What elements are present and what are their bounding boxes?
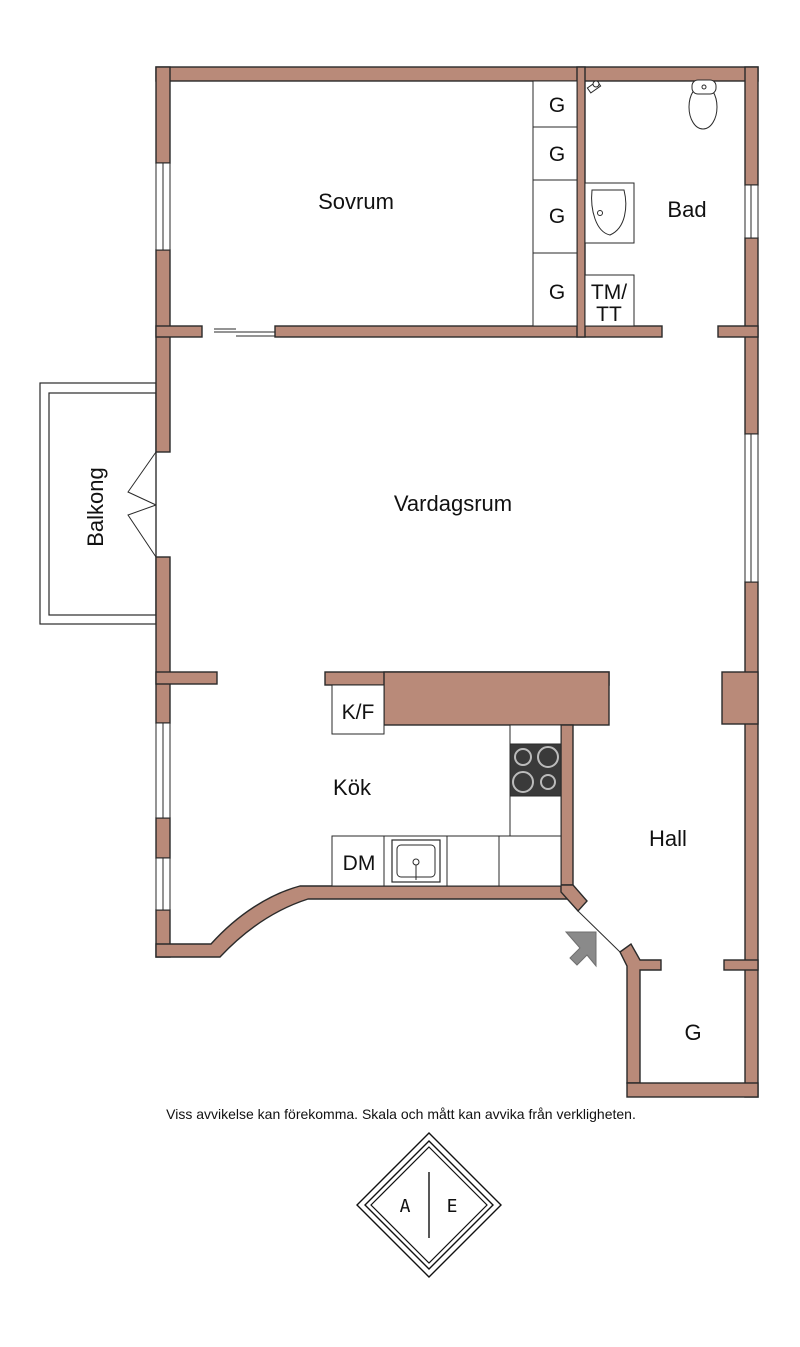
washer-dryer-label-bottom: TT — [596, 303, 622, 326]
logo-letter-right: E — [447, 1196, 458, 1217]
entrance-arrow-icon — [564, 931, 597, 968]
hall-wardrobe-label: G — [684, 1020, 701, 1045]
disclaimer-text: Viss avvikelse kan förekomma. Skala och … — [166, 1106, 636, 1122]
doors — [127, 328, 621, 953]
room-label-kok: Kök — [333, 775, 372, 800]
washer-dryer-label-top: TM/ — [591, 281, 627, 304]
toilet-icon — [688, 79, 718, 130]
balcony — [39, 382, 157, 625]
room-label-hall: Hall — [649, 826, 687, 851]
logo-letter-left: A — [400, 1196, 411, 1217]
fridge-freezer-label: K/F — [342, 701, 375, 724]
sink-icon — [584, 182, 635, 244]
wardrobe-label-2: G — [549, 143, 565, 166]
wardrobe-label-4: G — [549, 281, 565, 304]
dishwasher-label: DM — [343, 852, 376, 875]
room-label-bad: Bad — [667, 197, 706, 222]
windows — [155, 162, 759, 911]
stove-icon — [509, 743, 562, 797]
kitchen-sink-icon — [391, 839, 441, 883]
brand-logo: A E — [356, 1132, 502, 1278]
fridge-freezer — [331, 684, 385, 735]
walls — [155, 66, 759, 1098]
room-label-sovrum: Sovrum — [318, 189, 394, 214]
room-label-balkong: Balkong — [83, 467, 108, 547]
wardrobe-label-1: G — [549, 94, 565, 117]
washer-dryer — [584, 274, 635, 327]
shower-head-icon — [586, 80, 602, 94]
bedroom-wardrobes — [532, 80, 578, 327]
wardrobe-label-3: G — [549, 205, 565, 228]
room-label-vardagsrum: Vardagsrum — [394, 491, 512, 516]
